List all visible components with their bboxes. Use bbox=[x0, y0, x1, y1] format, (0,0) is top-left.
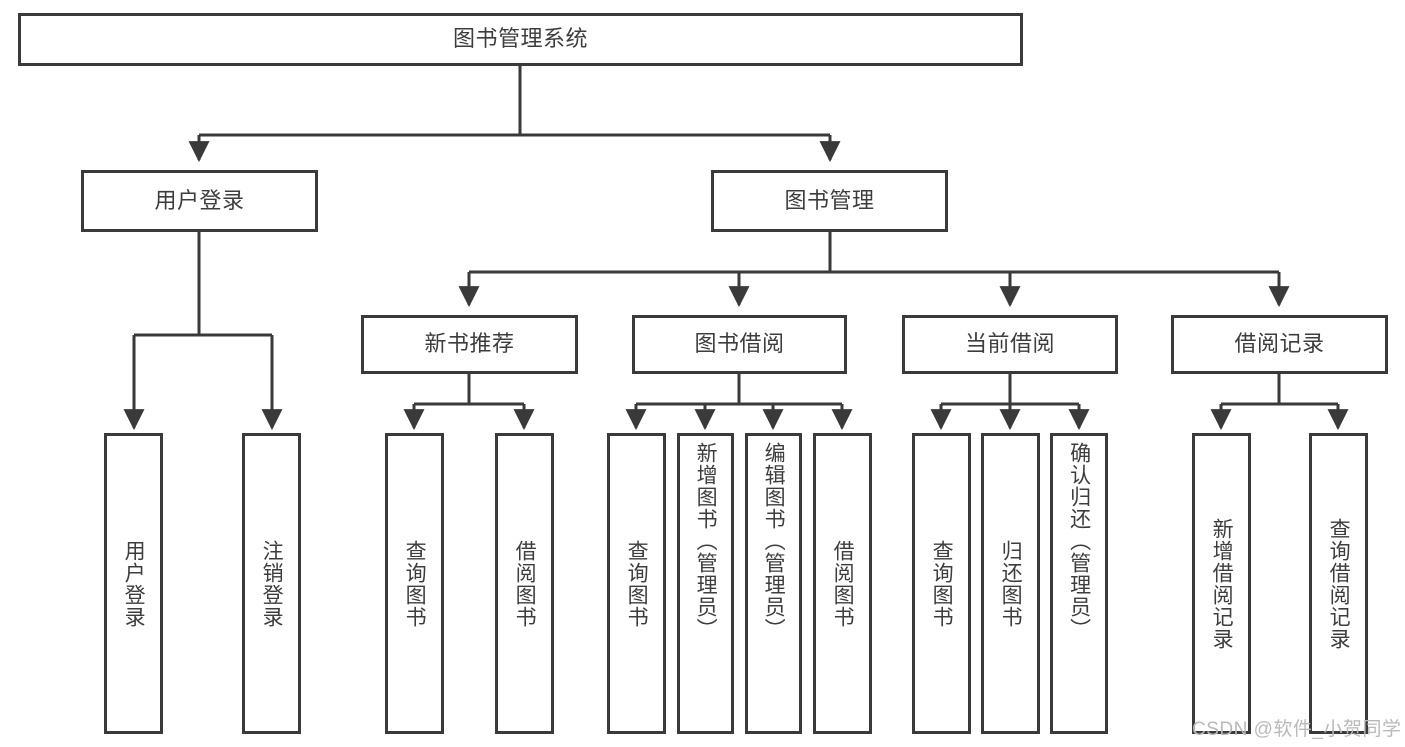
node-label: 归还图书 bbox=[999, 539, 1023, 628]
leaf-borrow-book[interactable]: 借阅图书 bbox=[813, 433, 872, 734]
node-label: 当前借阅 bbox=[964, 331, 1055, 357]
node-label: 编辑图书（管理员） bbox=[762, 442, 786, 640]
leaf-add-book-admin[interactable]: 新增图书（管理员） bbox=[677, 433, 734, 734]
node-label: 注销登录 bbox=[260, 539, 284, 628]
node-borrow-record[interactable]: 借阅记录 bbox=[1171, 315, 1388, 374]
node-label: 借阅图书 bbox=[513, 539, 537, 628]
node-book-management[interactable]: 图书管理 bbox=[711, 170, 948, 232]
leaf-return-book[interactable]: 归还图书 bbox=[981, 433, 1040, 734]
node-label: 确认归还（管理员） bbox=[1067, 442, 1091, 640]
node-label: 新增图书（管理员） bbox=[694, 442, 718, 640]
leaf-query-book-borrow[interactable]: 查询图书 bbox=[607, 433, 666, 734]
node-current-borrow[interactable]: 当前借阅 bbox=[902, 315, 1118, 374]
node-label: 图书借阅 bbox=[694, 331, 785, 357]
node-root-system[interactable]: 图书管理系统 bbox=[18, 13, 1023, 66]
node-label: 查询图书 bbox=[625, 539, 649, 628]
leaf-query-book-recommend[interactable]: 查询图书 bbox=[385, 433, 444, 734]
node-label: 借阅图书 bbox=[831, 539, 855, 628]
leaf-add-borrow-record[interactable]: 新增借阅记录 bbox=[1192, 433, 1251, 734]
leaf-user-login[interactable]: 用户登录 bbox=[104, 433, 163, 734]
node-label: 查询借阅记录 bbox=[1327, 517, 1351, 650]
leaf-confirm-return-admin[interactable]: 确认归还（管理员） bbox=[1050, 433, 1108, 734]
leaf-query-book-current[interactable]: 查询图书 bbox=[912, 433, 971, 734]
watermark: CSDN @软件_小贺同学 bbox=[1192, 719, 1402, 740]
leaf-query-borrow-record[interactable]: 查询借阅记录 bbox=[1309, 433, 1368, 734]
node-label: 新书推荐 bbox=[424, 331, 515, 357]
node-new-book-recommend[interactable]: 新书推荐 bbox=[361, 315, 578, 374]
node-label: 图书管理 bbox=[784, 187, 875, 213]
node-label: 查询图书 bbox=[930, 539, 954, 628]
leaf-edit-book-admin[interactable]: 编辑图书（管理员） bbox=[745, 433, 802, 734]
node-label: 图书管理系统 bbox=[452, 26, 588, 52]
node-label: 新增借阅记录 bbox=[1210, 517, 1234, 650]
node-book-borrow[interactable]: 图书借阅 bbox=[632, 315, 847, 374]
node-user-login[interactable]: 用户登录 bbox=[81, 170, 318, 232]
leaf-logout[interactable]: 注销登录 bbox=[242, 433, 301, 734]
node-label: 借阅记录 bbox=[1234, 331, 1325, 357]
node-label: 用户登录 bbox=[154, 187, 245, 213]
node-label: 查询图书 bbox=[403, 539, 427, 628]
leaf-borrow-book-recommend[interactable]: 借阅图书 bbox=[495, 433, 554, 734]
node-label: 用户登录 bbox=[122, 539, 146, 628]
